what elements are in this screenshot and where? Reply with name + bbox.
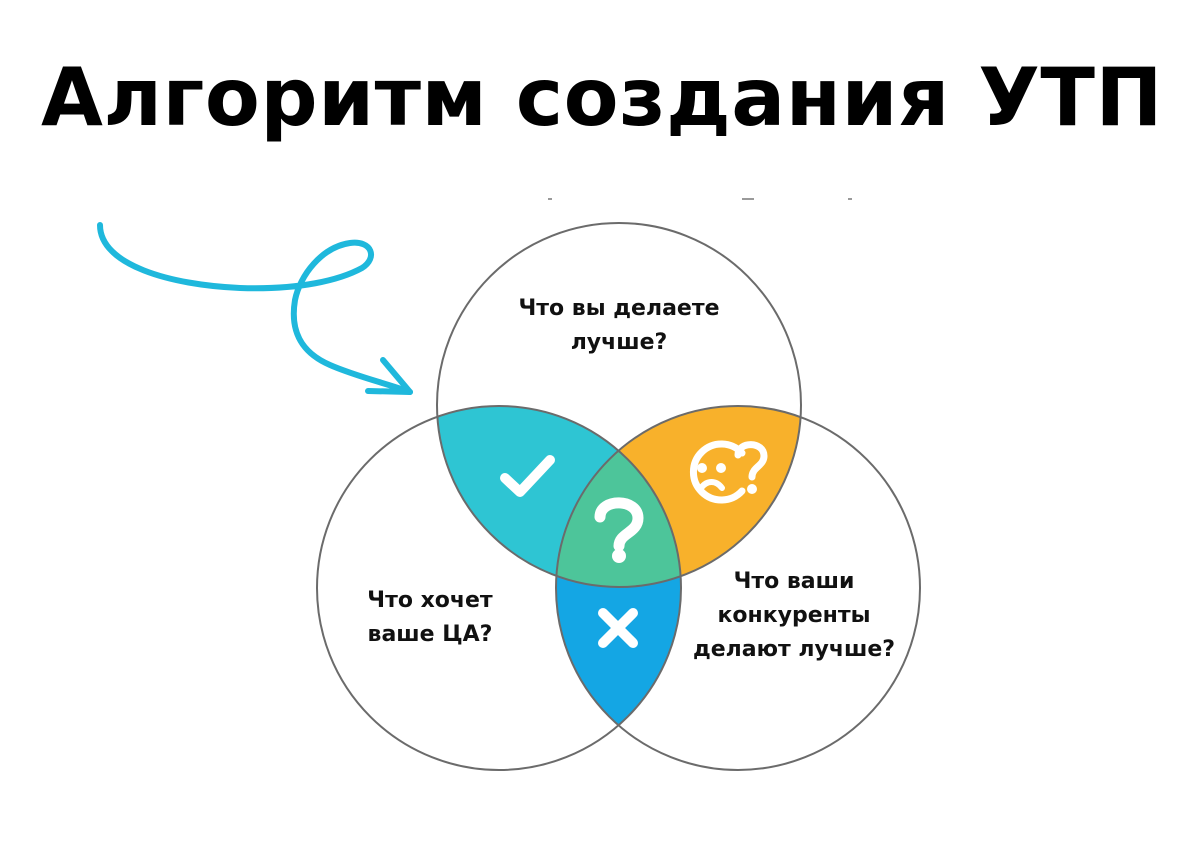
question-mark-icon xyxy=(594,497,644,563)
label-line: Что хочет xyxy=(367,588,493,613)
confused-face-question-icon xyxy=(690,440,768,504)
label-line: лучше? xyxy=(570,330,668,355)
curly-arrow-icon xyxy=(97,222,413,395)
overlap-center xyxy=(556,406,681,587)
label-line: Что вы делаете xyxy=(518,296,720,321)
faint-marks xyxy=(548,198,852,200)
circle-left xyxy=(316,405,682,771)
page-title: Алгоритм создания УТП xyxy=(41,51,1163,144)
label-line: Что ваши xyxy=(733,569,855,594)
circle-top xyxy=(436,222,802,588)
circle-right xyxy=(555,405,921,771)
label-line: ваше ЦА? xyxy=(367,622,493,647)
circle-right-label: Что ваши конкуренты делают лучше? xyxy=(664,565,924,667)
circle-left-label: Что хочет ваше ЦА? xyxy=(330,584,530,652)
check-icon xyxy=(500,455,555,497)
label-line: конкуренты xyxy=(717,603,871,628)
cross-icon xyxy=(598,608,638,648)
circle-top-label: Что вы делаете лучше? xyxy=(469,292,769,360)
label-line: делают лучше? xyxy=(692,637,896,662)
